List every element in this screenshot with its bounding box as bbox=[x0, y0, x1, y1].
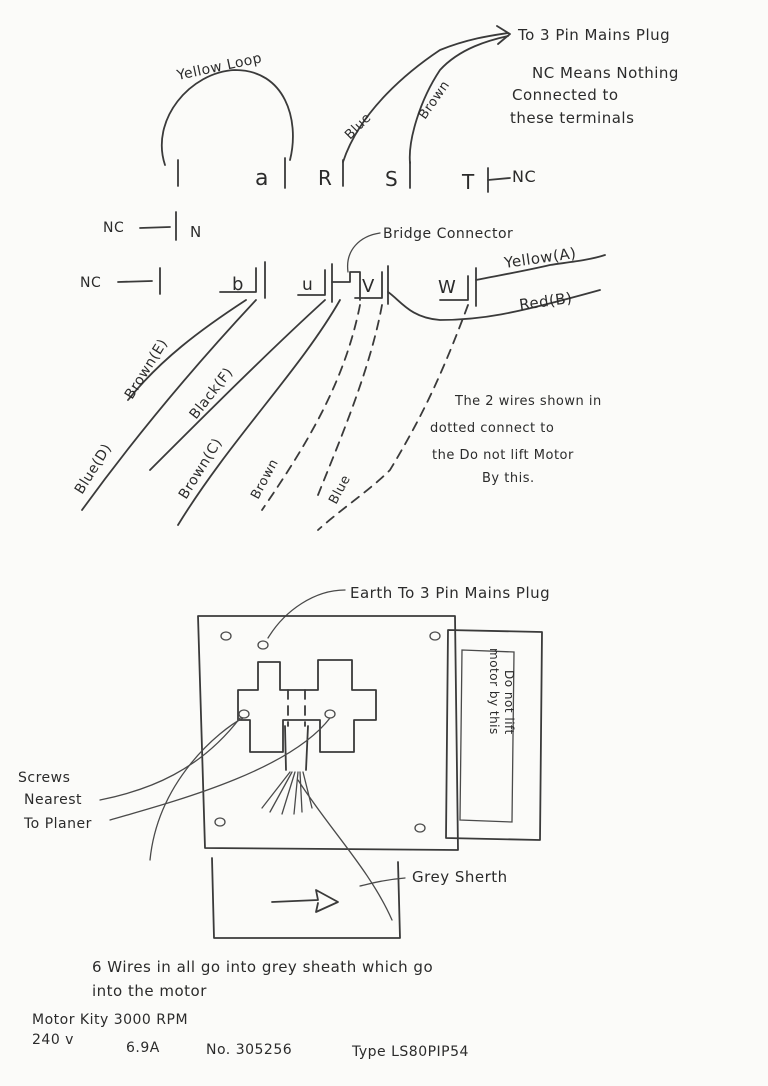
wire-brown-e bbox=[127, 299, 247, 401]
to-plug-label: To 3 Pin Mains Plug bbox=[517, 26, 670, 44]
label-blue-d: Blue(D) bbox=[72, 441, 115, 497]
side-label-line-1: Do not lift bbox=[502, 670, 516, 735]
sheath-leader-2 bbox=[359, 877, 406, 887]
wire-brown-c bbox=[177, 299, 341, 526]
motor-info-line-1: Motor Kity 3000 RPM bbox=[32, 1012, 188, 1028]
terminal-b-label: b bbox=[232, 274, 244, 295]
terminal-a-label: a bbox=[255, 166, 269, 191]
arrow-head bbox=[496, 25, 511, 45]
label-blue-dotted: Blue bbox=[326, 473, 354, 507]
wire-blue-dotted-2 bbox=[317, 304, 383, 496]
motor-number: No. 305256 bbox=[206, 1042, 292, 1058]
screw-left bbox=[238, 709, 250, 719]
wire-blue-d bbox=[81, 299, 257, 511]
label-black-f: Black(F) bbox=[187, 365, 237, 423]
sheath-leader bbox=[297, 779, 393, 921]
nc-b-label: NC bbox=[80, 275, 101, 291]
nc-n-line bbox=[139, 226, 171, 229]
terminal-u-label: u bbox=[302, 275, 313, 295]
corner-hole-bl bbox=[214, 817, 226, 827]
wire-brown-dotted bbox=[261, 304, 361, 511]
screws-label-1: Screws bbox=[18, 770, 70, 786]
label-brown-c: Brown(C) bbox=[176, 435, 226, 502]
terminal-t-label: T bbox=[461, 170, 475, 194]
terminal-n-label: N bbox=[190, 223, 202, 241]
terminal-w-label: W bbox=[438, 277, 456, 298]
brown-wire-label: Brown bbox=[416, 78, 453, 122]
terminal-b-shape bbox=[219, 267, 257, 293]
bridge-connector-label: Bridge Connector bbox=[383, 226, 513, 242]
terminal-v-shape bbox=[354, 271, 383, 299]
screws-label-3: To Planer bbox=[23, 816, 92, 832]
side-label-line-2: motor by this bbox=[487, 648, 501, 735]
earth-leader bbox=[267, 589, 346, 639]
screw-right bbox=[324, 709, 336, 719]
terminal-v-label: V bbox=[362, 276, 375, 297]
motor-type: Type LS80PIP54 bbox=[351, 1044, 469, 1060]
terminal-s-label: S bbox=[385, 167, 398, 191]
nc-note-line-1: NC Means Nothing bbox=[532, 64, 679, 82]
screws-leader-3 bbox=[149, 717, 244, 861]
dotted-note-line-2: dotted connect to bbox=[430, 421, 554, 436]
motor-voltage: 240 v bbox=[32, 1032, 74, 1048]
yellow-loop-label: Yellow Loop bbox=[175, 50, 264, 84]
earth-label: Earth To 3 Pin Mains Plug bbox=[350, 584, 550, 602]
sheath-stem bbox=[284, 725, 309, 771]
side-panel-inner bbox=[459, 649, 515, 823]
six-wires-line-2: into the motor bbox=[92, 982, 207, 1000]
corner-hole-tl bbox=[220, 631, 232, 641]
wire-fan bbox=[261, 771, 313, 815]
nc-note-line-3: these terminals bbox=[510, 109, 634, 127]
brown-wire-to-plug bbox=[408, 35, 509, 164]
yellow-a-wire bbox=[475, 254, 606, 281]
corner-hole-br bbox=[414, 823, 426, 833]
wire-black-f bbox=[149, 299, 326, 471]
corner-hole-tr bbox=[429, 631, 441, 641]
connector-block bbox=[237, 659, 377, 753]
corner-hole-earth bbox=[257, 640, 269, 650]
screws-label-2: Nearest bbox=[24, 792, 82, 808]
terminal-u-shape bbox=[297, 269, 326, 296]
blue-wire-to-plug bbox=[342, 32, 509, 163]
wire-blue-dotted bbox=[317, 304, 469, 531]
terminal-t-nc-label: NC bbox=[512, 167, 536, 186]
six-wires-line-1: 6 Wires in all go into grey sheath which… bbox=[92, 958, 433, 976]
yellow-loop-wire bbox=[160, 69, 294, 166]
dotted-note-line-3: the Do not lift Motor bbox=[432, 448, 574, 463]
dotted-note-line-1: The 2 wires shown in bbox=[454, 394, 602, 409]
screws-leader-2 bbox=[109, 717, 331, 821]
terminal-r-label: R bbox=[318, 166, 332, 190]
side-panel bbox=[445, 629, 543, 841]
terminal-box-outline bbox=[197, 615, 459, 851]
motor-arrow bbox=[271, 889, 339, 913]
red-b-wire bbox=[387, 289, 601, 321]
terminal-w-shape bbox=[439, 275, 469, 301]
blue-wire-label: Blue bbox=[342, 110, 374, 142]
nc-n-label: NC bbox=[103, 220, 124, 236]
motor-current: 6.9A bbox=[126, 1040, 160, 1056]
dotted-note-line-4: By this. bbox=[482, 471, 535, 486]
label-brown-dotted: Brown bbox=[248, 457, 282, 502]
terminal-t-nc-line bbox=[487, 177, 511, 181]
red-b-label: Red(B) bbox=[518, 289, 573, 314]
screws-leader-1 bbox=[99, 717, 241, 801]
grey-sheath-label: Grey Sherth bbox=[412, 868, 508, 886]
bridge-connector bbox=[331, 271, 361, 301]
nc-b-line bbox=[117, 280, 153, 283]
bridge-leader bbox=[347, 232, 381, 273]
nc-note-line-2: Connected to bbox=[512, 86, 619, 104]
label-brown-e: Brown(E) bbox=[122, 336, 171, 402]
motor-body bbox=[211, 857, 401, 939]
